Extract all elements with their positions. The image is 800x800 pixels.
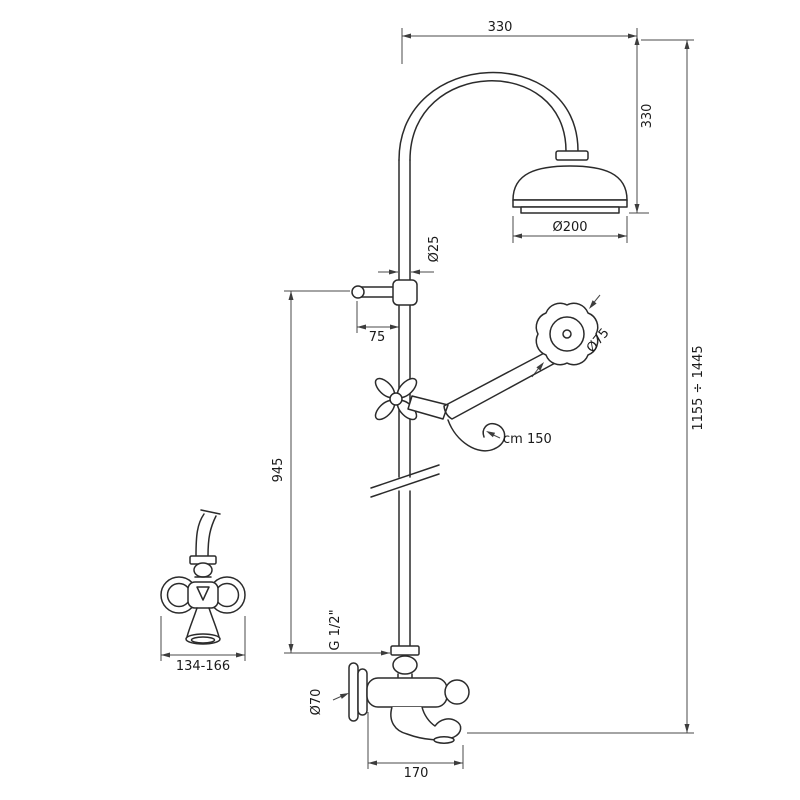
arrowhead bbox=[454, 760, 463, 766]
pipe-clamp bbox=[392, 279, 418, 306]
wall-escutcheon-inner bbox=[357, 668, 368, 716]
arrowhead bbox=[402, 33, 411, 39]
dim-hose-length-label: cm 150 bbox=[503, 432, 552, 447]
pipe-break-symbol bbox=[370, 464, 440, 498]
shower-column-parts bbox=[348, 71, 628, 744]
wall-bracket-cap bbox=[351, 285, 365, 299]
arrowhead bbox=[389, 269, 398, 275]
dim-inlet-thread-label: G 1/2" bbox=[328, 609, 343, 650]
handshower-handle bbox=[443, 349, 558, 420]
dim-arc-width-label: 330 bbox=[488, 20, 513, 35]
rain-head-rim bbox=[512, 199, 628, 208]
wall-escutcheon-outer bbox=[348, 662, 359, 722]
gooseneck-arc-outer bbox=[398, 71, 579, 161]
handshower-holder bbox=[407, 395, 449, 420]
dim-riser-diameter-label: Ø25 bbox=[427, 236, 442, 263]
arrowhead bbox=[513, 233, 522, 239]
diverter-knob bbox=[392, 655, 418, 675]
head-collar bbox=[555, 150, 589, 161]
leader-line-escutcheon bbox=[332, 695, 343, 701]
gooseneck-arc-inner bbox=[409, 80, 567, 161]
riser-pipe-upper bbox=[398, 159, 411, 478]
arrowhead bbox=[368, 760, 377, 766]
tub-spout bbox=[390, 706, 462, 741]
dimension-labels: 330 330 Ø200 Ø25 75 Ø75 cm 150 1155 ÷ 14… bbox=[176, 20, 706, 781]
arrowhead bbox=[339, 693, 349, 699]
mixer-front-view bbox=[160, 509, 246, 645]
arrowhead bbox=[288, 291, 294, 300]
shower-hose bbox=[447, 419, 506, 452]
spout-mouth bbox=[433, 736, 455, 744]
arrowhead bbox=[381, 650, 390, 656]
riser-nut bbox=[390, 645, 420, 656]
mixer-handle-knob bbox=[444, 679, 470, 705]
arrowhead bbox=[628, 33, 637, 39]
arrowhead bbox=[161, 652, 170, 658]
arrowhead bbox=[411, 269, 420, 275]
dim-mixer-centers-label: 134-166 bbox=[176, 659, 230, 674]
arrowhead bbox=[684, 40, 690, 49]
dimension-lines bbox=[160, 28, 694, 769]
dim-total-height-label: 1155 ÷ 1445 bbox=[691, 345, 706, 430]
front-pipe-stub bbox=[195, 509, 221, 557]
arrowhead bbox=[236, 652, 245, 658]
front-body-ornament bbox=[196, 586, 210, 601]
handshower-center bbox=[562, 329, 572, 339]
front-diverter-knob bbox=[193, 562, 213, 578]
mixer-body bbox=[366, 677, 448, 708]
arrowhead bbox=[357, 324, 366, 330]
arrowhead bbox=[288, 644, 294, 653]
dim-spout-reach-label: 170 bbox=[404, 766, 429, 781]
front-spout-sides bbox=[186, 607, 220, 638]
arrowhead bbox=[589, 300, 597, 309]
dim-head-drop-label: 330 bbox=[640, 104, 655, 129]
arrowhead bbox=[618, 233, 627, 239]
wall-bracket-arm bbox=[360, 286, 394, 298]
front-mixer-body bbox=[187, 581, 219, 609]
dim-riser-height-label: 945 bbox=[271, 458, 286, 483]
arrowhead bbox=[684, 724, 690, 733]
cross-handle-hub bbox=[389, 392, 403, 406]
dim-escutcheon-diameter-label: Ø70 bbox=[309, 689, 324, 716]
arrowhead bbox=[536, 362, 544, 371]
rain-head-dome bbox=[512, 165, 628, 201]
arrowhead bbox=[634, 36, 640, 45]
front-spout-rim-inner bbox=[190, 636, 216, 644]
dim-head-diameter-label: Ø200 bbox=[552, 220, 587, 235]
dim-bracket-offset-label: 75 bbox=[369, 330, 386, 345]
rain-head-rim-inner bbox=[520, 206, 620, 214]
arrowhead bbox=[634, 204, 640, 213]
riser-pipe-lower bbox=[398, 490, 411, 648]
arrowhead bbox=[486, 431, 496, 438]
arrowhead bbox=[390, 324, 399, 330]
